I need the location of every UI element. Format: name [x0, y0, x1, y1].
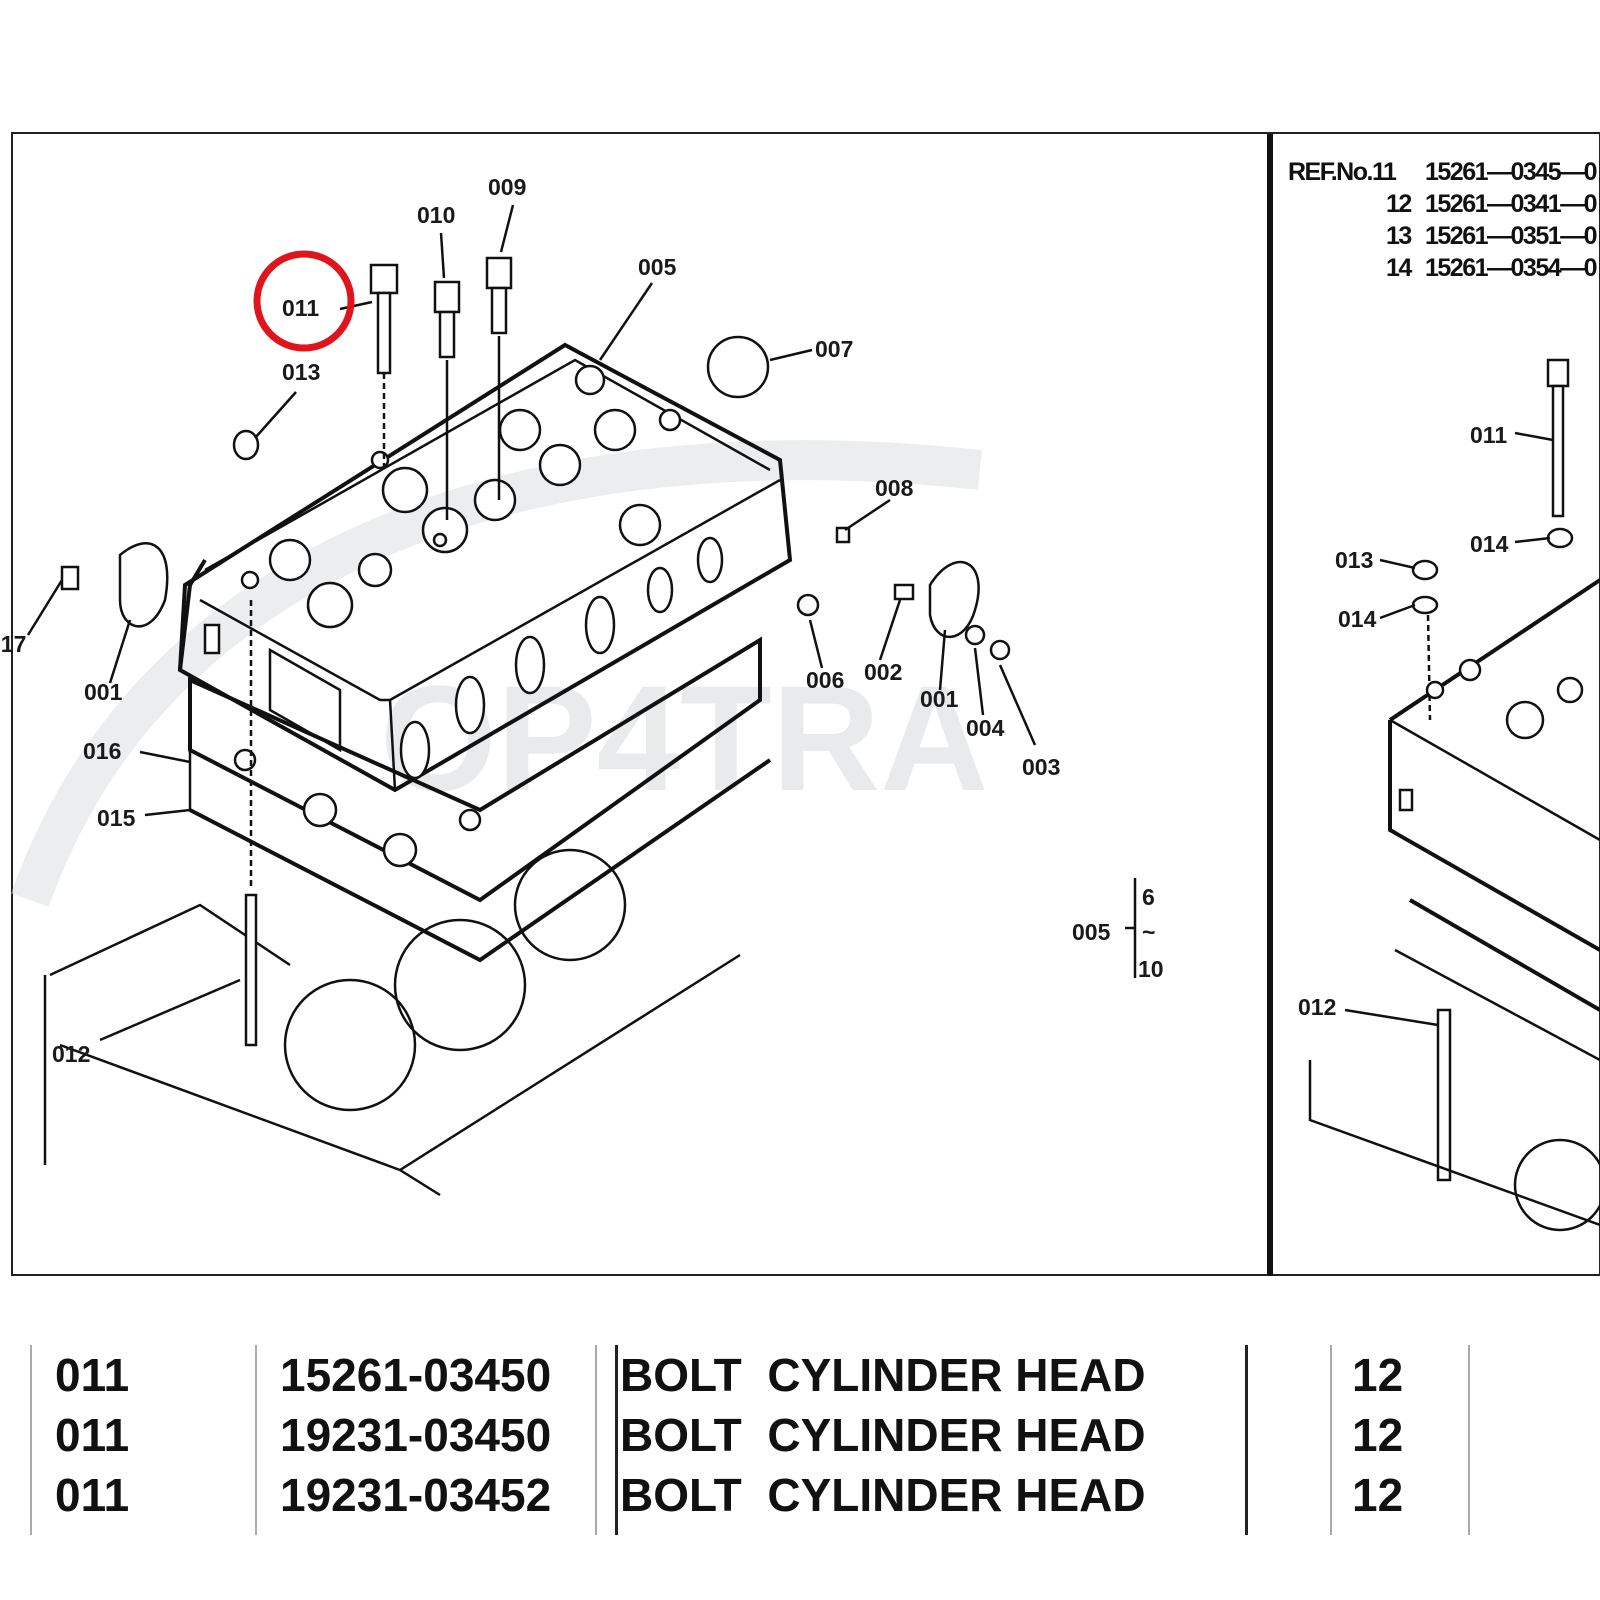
highlight-circle: [253, 250, 355, 352]
label-013: 013: [282, 359, 320, 385]
ref-number-table: REF.No.11 15261—0345—0 12 15261—0341—0 1…: [1288, 158, 1598, 282]
range-bottom: 10: [1138, 956, 1164, 982]
label-017: 017: [0, 631, 26, 657]
ref-row-3-ref: 13: [1386, 222, 1411, 250]
table-row: 011 15261-03450 BOLT CYLINDER HEAD 12: [30, 1345, 1470, 1405]
ref-row-4-part: 15261—0354—0: [1425, 254, 1597, 282]
cell-part-name: BOLT CYLINDER HEAD: [620, 1469, 1146, 1521]
nozzle-010-drawing: [433, 280, 461, 520]
range-tilde: ~: [1142, 919, 1155, 945]
cell-item-no: 011: [55, 1409, 130, 1461]
ref-row-1-ref: REF.No.11: [1288, 158, 1397, 186]
label-007: 007: [815, 336, 853, 362]
table-row: 011 19231-03452 BOLT CYLINDER HEAD 12: [30, 1465, 1470, 1525]
table-col-divider: [1468, 1345, 1470, 1535]
cell-part-number: 19231-03450: [280, 1409, 552, 1461]
ref-row-1-part: 15261—0345—0: [1425, 158, 1597, 186]
label-001b: 001: [920, 686, 959, 712]
label-r-011: 011: [1470, 422, 1507, 448]
label-009: 009: [488, 174, 526, 200]
label-010: 010: [417, 202, 455, 228]
part-labels-right: 011 014 013 014 012: [1298, 422, 1509, 1020]
label-003: 003: [1022, 754, 1060, 780]
label-011: 011: [282, 295, 319, 321]
cylinder-head-drawing: [177, 342, 793, 793]
ref-row-4-ref: 14: [1386, 254, 1412, 282]
block-base-drawing: [43, 848, 741, 1197]
cell-qty: 12: [1352, 1469, 1404, 1521]
label-015: 015: [97, 805, 136, 831]
parts-table: 011 15261-03450 BOLT CYLINDER HEAD 12 01…: [30, 1345, 1470, 1535]
label-012: 012: [52, 1041, 90, 1067]
label-r-014: 014: [1470, 531, 1509, 557]
table-col-divider: [595, 1345, 597, 1535]
cell-qty: 12: [1352, 1409, 1404, 1461]
label-005b: 005: [1072, 919, 1111, 945]
part-labels-left: 009 010 011 013 005 007 008 017 001 006 …: [0, 174, 1164, 1067]
label-r-012: 012: [1298, 994, 1336, 1020]
label-005: 005: [638, 254, 677, 280]
cell-part-name: BOLT CYLINDER HEAD: [620, 1409, 1146, 1461]
label-006: 006: [806, 667, 844, 693]
gasket-drawing: [188, 636, 772, 963]
parts-hardware-drawing: [60, 335, 1011, 661]
cell-part-name: BOLT CYLINDER HEAD: [620, 1349, 1146, 1401]
label-r-013: 013: [1335, 547, 1373, 573]
cell-part-number: 19231-03452: [280, 1469, 552, 1521]
cell-part-number: 15261-03450: [280, 1349, 552, 1401]
label-002: 002: [864, 659, 902, 685]
ref-row-3-part: 15261—0351—0: [1425, 222, 1597, 250]
table-row: 011 19231-03450 BOLT CYLINDER HEAD 12: [30, 1405, 1470, 1465]
ref-row-2-ref: 12: [1386, 190, 1411, 218]
leader-lines: [26, 204, 1137, 1042]
label-008: 008: [875, 475, 914, 501]
table-col-divider: [255, 1345, 257, 1535]
right-leader-lines: [1344, 431, 1554, 1027]
label-001: 001: [84, 679, 123, 705]
table-col-divider: [1245, 1345, 1248, 1535]
table-col-divider: [615, 1345, 618, 1535]
cell-item-no: 011: [55, 1469, 130, 1521]
label-r-014b: 014: [1338, 606, 1377, 632]
watermark-swoosh: [11, 440, 983, 907]
table-col-divider: [1330, 1345, 1332, 1535]
range-top: 6: [1142, 884, 1155, 910]
table-col-divider: [30, 1345, 32, 1535]
right-drawing: [1308, 358, 1600, 1232]
panel-divider: [1267, 134, 1273, 1276]
nozzle-009-drawing: [485, 256, 513, 500]
cell-item-no: 011: [55, 1349, 130, 1401]
bolt-011-drawing: [369, 263, 399, 470]
stud-012-drawing: [244, 600, 258, 1047]
label-016: 016: [83, 738, 121, 764]
cell-qty: 12: [1352, 1349, 1404, 1401]
ref-row-2-part: 15261—0341—0: [1425, 190, 1597, 218]
label-004: 004: [966, 715, 1005, 741]
